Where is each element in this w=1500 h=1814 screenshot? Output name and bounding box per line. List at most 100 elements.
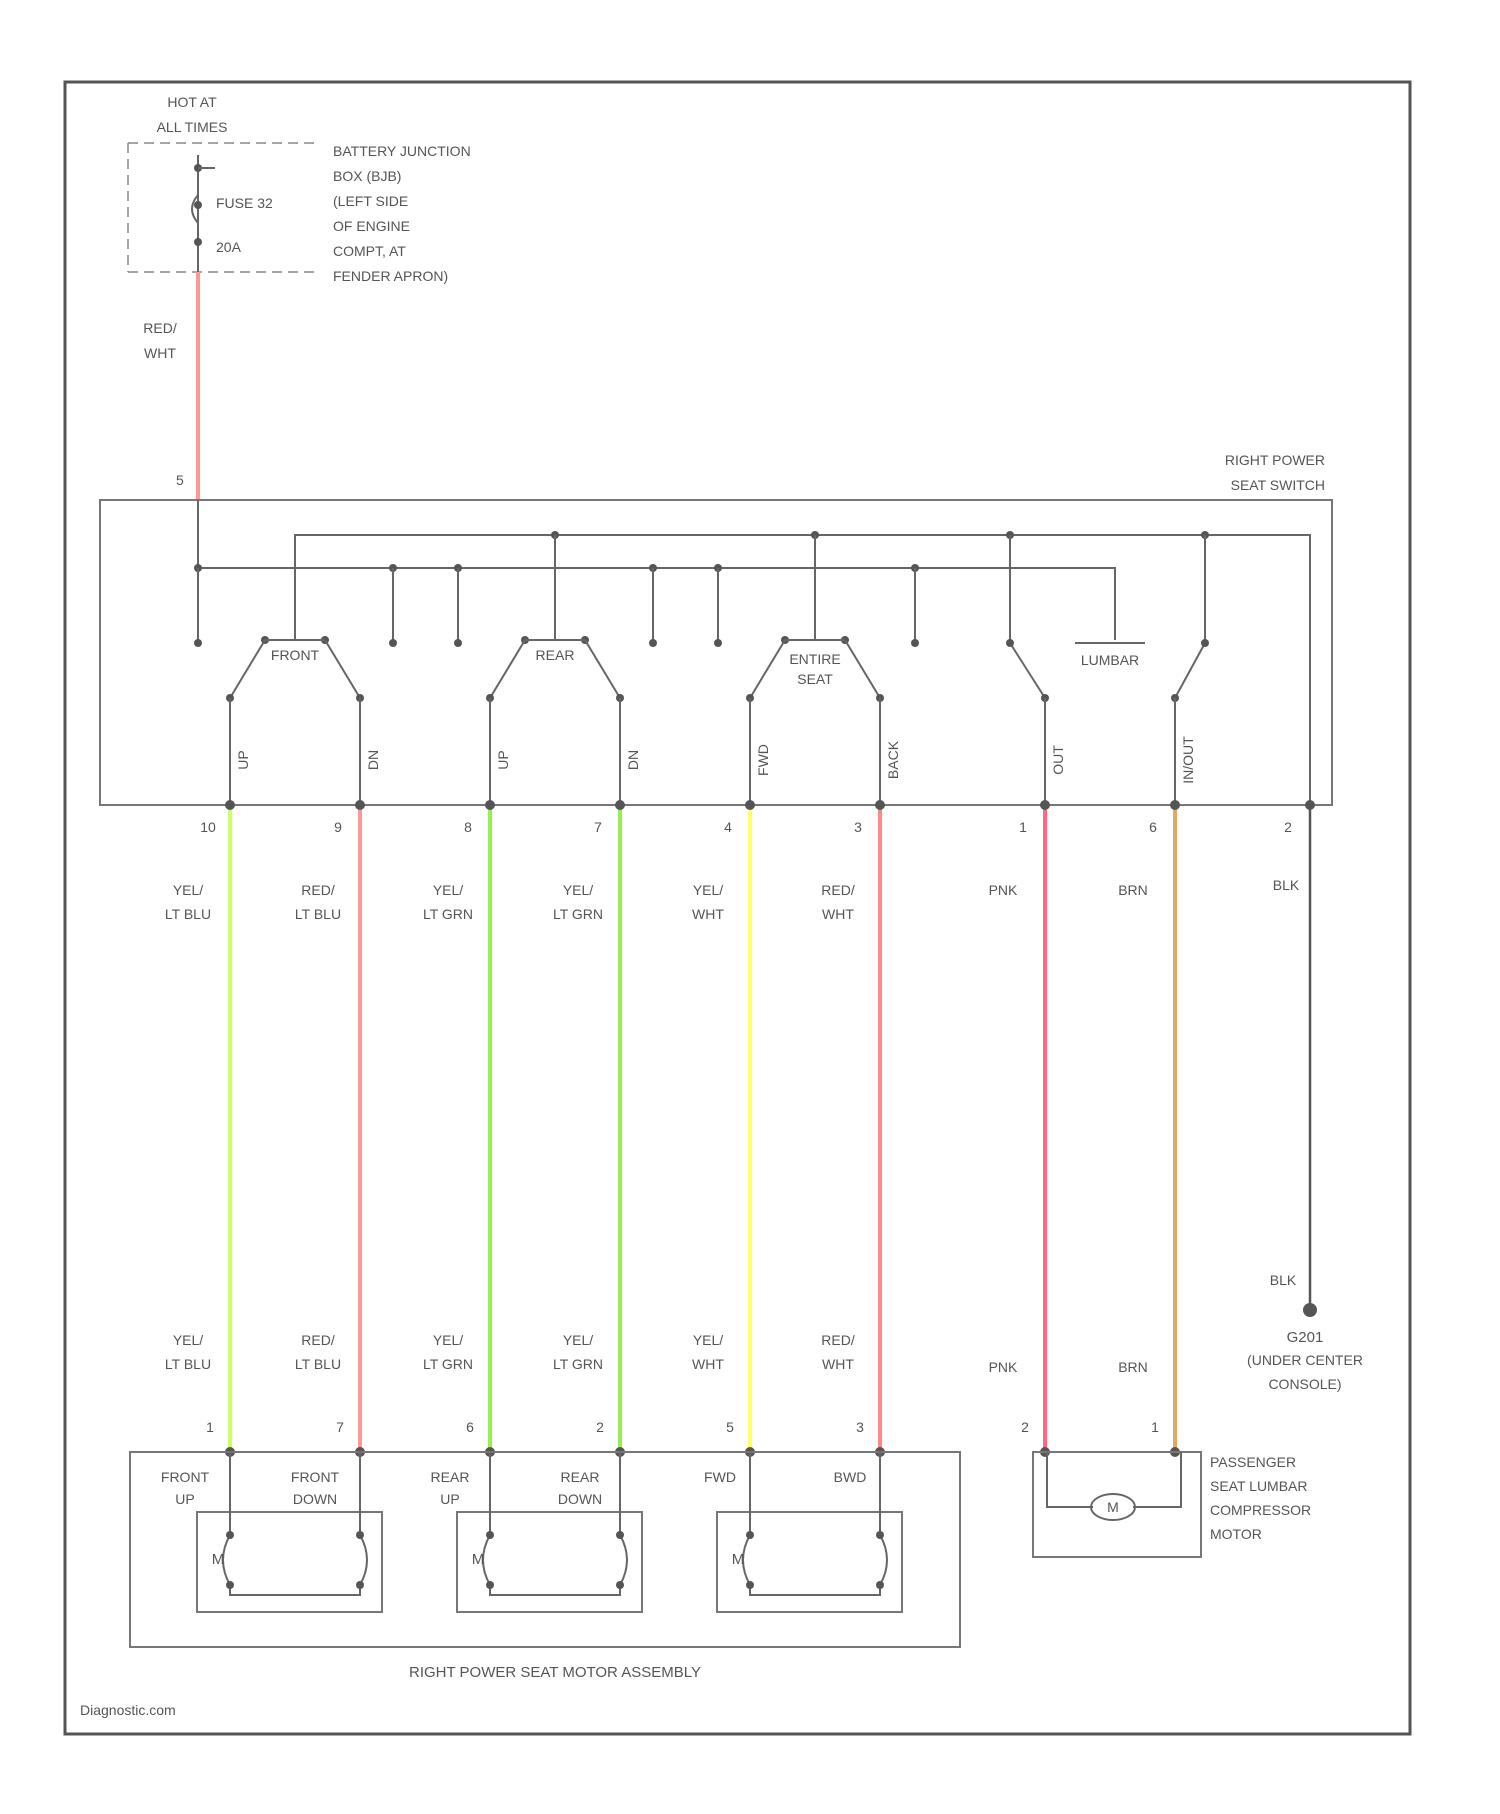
- wire-color-bottom-line: RED/: [301, 1332, 335, 1348]
- wire-color-bottom-line: LT BLU: [165, 1356, 211, 1372]
- motor-node: [226, 1581, 234, 1589]
- wire-bottom-pin: 6: [466, 1419, 474, 1435]
- motor-node: [486, 1531, 494, 1539]
- motor-box: [197, 1512, 382, 1612]
- motor-winding: [483, 1535, 620, 1595]
- motor-terminal-label: UP: [440, 1491, 459, 1507]
- wire-color-top: RED/WHT: [821, 882, 855, 922]
- wire-color-bottom: BRN: [1118, 1359, 1148, 1375]
- switch-contact: [454, 639, 462, 647]
- wire-color-bottom-line: RED/: [821, 1332, 855, 1348]
- ground-symbol: [1303, 1303, 1317, 1317]
- wire-color-top-line: PNK: [989, 882, 1018, 898]
- wire-color-bottom-line: YEL/: [433, 1332, 463, 1348]
- wire-color-bottom: YEL/LT GRN: [553, 1332, 603, 1372]
- lumbar-blade: [1010, 643, 1045, 698]
- feed-wire-color: RED/WHT: [143, 320, 177, 361]
- wire-color-bottom-line: LT BLU: [295, 1356, 341, 1372]
- switch-terminal-label: FWD: [755, 744, 771, 776]
- motor-terminal-label: BWD: [834, 1469, 867, 1485]
- wire-bottom-pin: 2: [596, 1419, 604, 1435]
- wire-top-pin: 6: [1149, 819, 1157, 835]
- bus-upper: [295, 535, 1310, 805]
- switch-blade: [230, 640, 265, 698]
- motor-terminal-label: FWD: [704, 1469, 736, 1485]
- switch-terminal-label: DN: [365, 750, 381, 770]
- switch-terminal-label: IN/OUT: [1180, 736, 1196, 784]
- motor-terminal-label: DOWN: [293, 1491, 337, 1507]
- bjb-location-line: OF ENGINE: [333, 218, 410, 234]
- motor-m-symbol: M: [472, 1551, 485, 1568]
- watermark: Diagnostic.com: [80, 1702, 176, 1718]
- motor-node: [356, 1531, 364, 1539]
- bus-lower: [198, 568, 1115, 640]
- wire-color-bottom: YEL/LT GRN: [423, 1332, 473, 1372]
- wire-top-connector: [875, 800, 885, 810]
- ground-location-line: (UNDER CENTER: [1247, 1352, 1363, 1368]
- seat-switch-title-line: SEAT SWITCH: [1231, 477, 1325, 493]
- motor-assembly-title: RIGHT POWER SEAT MOTOR ASSEMBLY: [409, 1664, 701, 1681]
- lumbar-title-line: SEAT LUMBAR: [1210, 1478, 1308, 1494]
- feed-wire-color-text-line: WHT: [144, 345, 176, 361]
- lumbar-blade: [1175, 643, 1205, 698]
- wire-color-bottom-line: YEL/: [173, 1332, 203, 1348]
- wire-color-bottom: PNK: [989, 1359, 1018, 1375]
- section-label-line: SEAT: [797, 671, 833, 687]
- motor-node: [356, 1581, 364, 1589]
- motor-terminal-label: REAR: [431, 1469, 470, 1485]
- motor-winding: [743, 1535, 880, 1595]
- bjb-location-text: BATTERY JUNCTIONBOX (BJB)(LEFT SIDEOF EN…: [333, 143, 471, 284]
- wire-color-top: YEL/LT BLU: [165, 882, 211, 922]
- bjb-location-line: (LEFT SIDE: [333, 193, 408, 209]
- lumbar-label: LUMBAR: [1081, 652, 1139, 668]
- switch-blade: [845, 640, 880, 698]
- wire-color-top: RED/LT BLU: [295, 882, 341, 922]
- motor-node: [876, 1531, 884, 1539]
- motor-node: [876, 1581, 884, 1589]
- switch-contact: [649, 639, 657, 647]
- seat-switch-internals: FRONTREARENTIRESEATLUMBARUPDNUPDNFWDBACK…: [194, 500, 1310, 805]
- switch-contact: [911, 639, 919, 647]
- fuse-node-bottom: [194, 238, 202, 246]
- switch-blade: [490, 640, 525, 698]
- section-label-line: FRONT: [271, 647, 320, 663]
- wire-color-top-line: WHT: [692, 906, 724, 922]
- diagram-frame: [65, 82, 1410, 1734]
- wire-color-top-line: RED/: [301, 882, 335, 898]
- wire-color-top: YEL/WHT: [692, 882, 724, 922]
- wire-top-connector: [1170, 800, 1180, 810]
- wire-color-bottom-line: LT GRN: [553, 1356, 603, 1372]
- lumbar-pivot: [1201, 639, 1209, 647]
- motor-m-symbol: M: [212, 1551, 225, 1568]
- switch-blade: [585, 640, 620, 698]
- switch-terminal-label: UP: [495, 750, 511, 769]
- wire-color-top-line: BRN: [1118, 882, 1148, 898]
- fuse-node-mid: [194, 201, 202, 209]
- motor-winding: [880, 1535, 887, 1585]
- ground-name: G201: [1287, 1329, 1324, 1346]
- wire-color-top-line: LT BLU: [165, 906, 211, 922]
- motor-terminal-label: FRONT: [291, 1469, 340, 1485]
- wire-color-top-line: LT GRN: [553, 906, 603, 922]
- wire-color-top-line: YEL/: [173, 882, 203, 898]
- wire-top-pin: 7: [594, 819, 602, 835]
- wire-color-top-line: LT GRN: [423, 906, 473, 922]
- feed-pin: 5: [176, 472, 184, 488]
- wire-bottom-pin: 2: [1021, 1419, 1029, 1435]
- wire-bottom-pin: 5: [726, 1419, 734, 1435]
- wire-top-connector: [485, 800, 495, 810]
- switch-contact: [389, 639, 397, 647]
- switch-terminal-label: OUT: [1050, 745, 1066, 775]
- wire-color-bottom-line: YEL/: [693, 1332, 723, 1348]
- wire-top-pin: 2: [1284, 819, 1292, 835]
- wire-top-pin: 10: [200, 819, 216, 835]
- motor-node: [746, 1581, 754, 1589]
- section-label: REAR: [536, 647, 575, 663]
- feed-wire-color-text-line: RED/: [143, 320, 177, 336]
- motor-winding: [620, 1535, 627, 1585]
- section-label-line: REAR: [536, 647, 575, 663]
